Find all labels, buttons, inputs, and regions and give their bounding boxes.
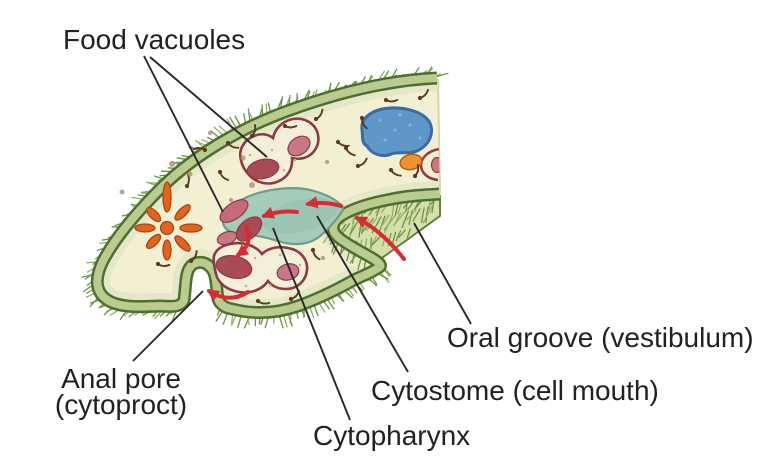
leader-lines	[132, 55, 472, 421]
blue-vacuole-texture	[378, 113, 422, 142]
label-cytopharynx: Cytopharynx	[313, 420, 471, 451]
vestibule-shading	[262, 197, 338, 235]
label-food-vacuoles: Food vacuoles	[63, 24, 246, 55]
label-oral-groove: Oral groove (vestibulum)	[447, 322, 754, 353]
food-vacuole-upper	[238, 117, 320, 185]
blue-vacuole	[360, 106, 434, 158]
pellicle-band	[93, 74, 441, 317]
leader-oral-groove	[413, 222, 472, 325]
label-cytostome: Cytostome (cell mouth)	[371, 375, 659, 406]
cytoplasm-specks	[119, 130, 330, 261]
label-anal-pore: Anal pore (cytoproct)	[38, 363, 204, 420]
cut-vacuole-content	[430, 156, 440, 174]
food-vacuole-lower	[212, 241, 309, 294]
label-anal-pore-line1: Anal pore	[61, 363, 181, 394]
arrow-to-cytopharynx	[261, 206, 299, 219]
arrow-vacuole-release	[235, 225, 251, 257]
leader-food-vacuole-1	[143, 55, 224, 213]
food-flow-arrows	[206, 196, 406, 302]
arrow-to-anal-pore	[206, 289, 250, 302]
cut-edge	[437, 78, 441, 194]
vacuole-speckles	[244, 148, 302, 288]
contractile-vacuole-star	[134, 181, 203, 261]
orange-granule	[399, 153, 423, 171]
leader-cytopharynx	[272, 227, 351, 421]
leader-food-vacuole-2	[149, 56, 268, 158]
label-anal-pore-line2: (cytoproct)	[54, 389, 188, 420]
arrow-into-groove	[354, 216, 406, 261]
leader-anal-pore	[132, 290, 204, 362]
leader-cytostome	[316, 215, 409, 373]
arrow-in-vestibule	[305, 196, 343, 209]
